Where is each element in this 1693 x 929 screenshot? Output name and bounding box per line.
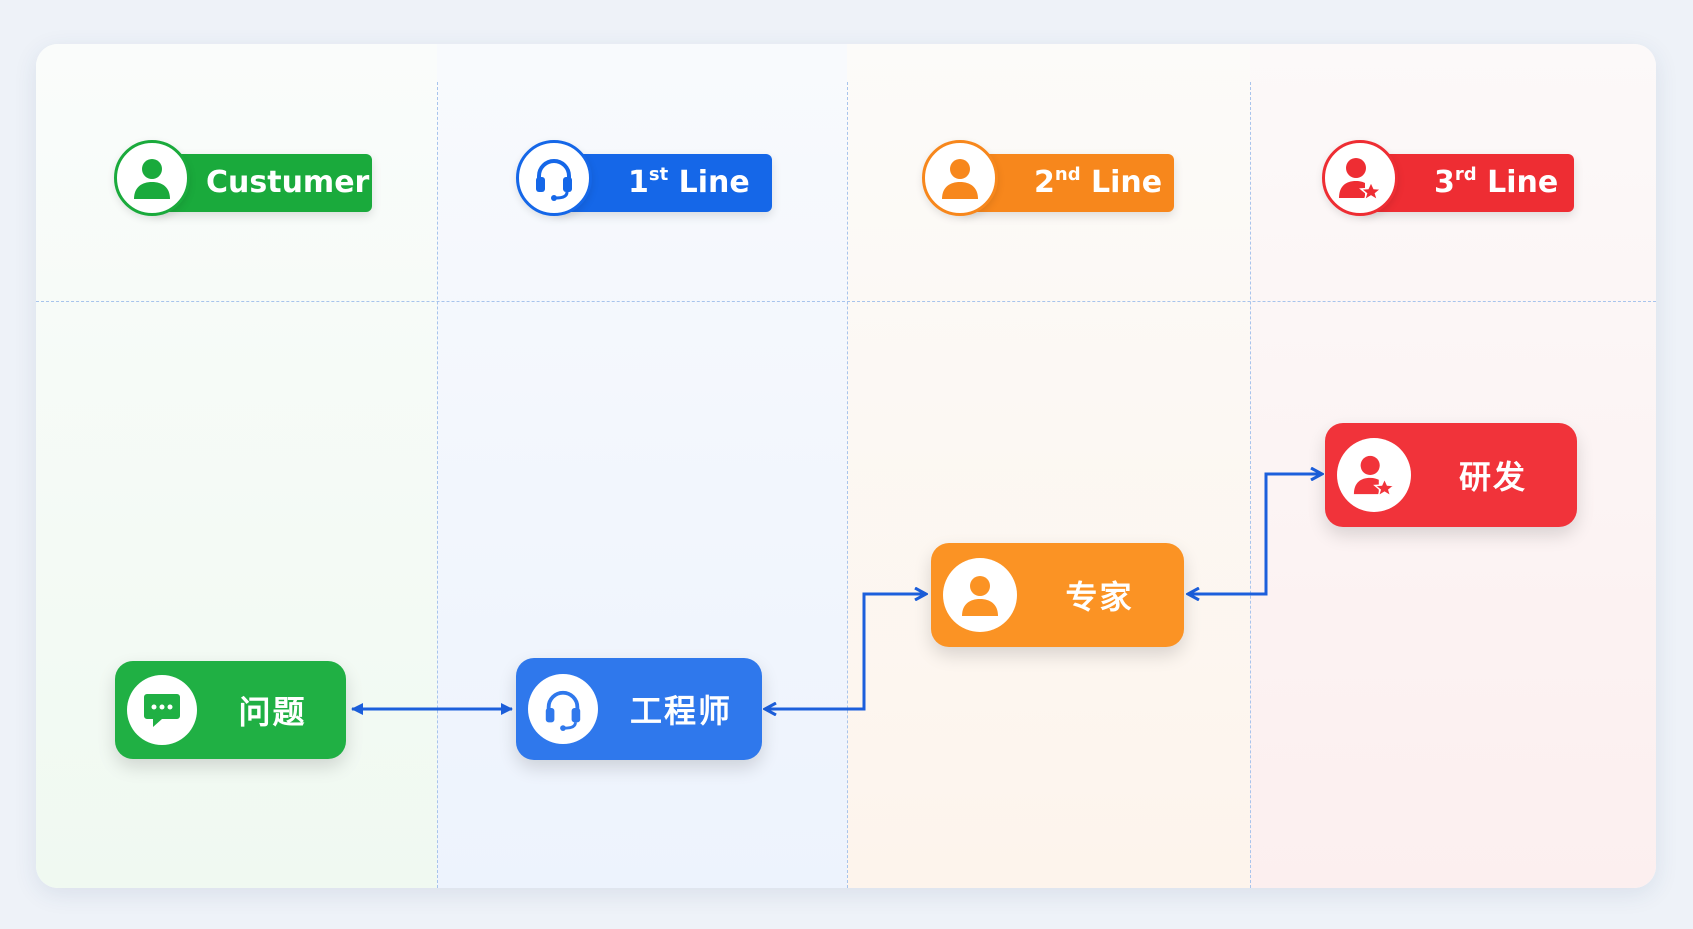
user-icon xyxy=(114,140,190,216)
user-icon xyxy=(943,558,1017,632)
node-rnd-label: 研发 xyxy=(1458,458,1527,496)
node-engineer[interactable]: 工程师 xyxy=(516,658,762,760)
node-problem[interactable]: 问题 xyxy=(115,661,346,759)
node-rnd[interactable]: 研发 xyxy=(1325,423,1577,527)
headset-icon xyxy=(528,674,598,744)
header-first-line-number: 1 xyxy=(628,165,649,200)
user-star-icon xyxy=(1337,438,1411,512)
node-expert[interactable]: 专家 xyxy=(931,543,1184,647)
header-second-line-ordinal: nd xyxy=(1054,164,1081,185)
node-engineer-label: 工程师 xyxy=(629,692,732,730)
chat-bubble-icon xyxy=(127,675,197,745)
lane-divider xyxy=(1250,82,1251,888)
header-customer-label: Custumer xyxy=(206,165,370,200)
lane-divider xyxy=(437,82,438,888)
lane-divider xyxy=(847,82,848,888)
headset-icon xyxy=(516,140,592,216)
header-third-line-ordinal: rd xyxy=(1454,164,1477,185)
header-third-line-suffix: Line xyxy=(1476,165,1559,200)
header-third-line-number: 3 xyxy=(1434,165,1455,200)
user-star-icon xyxy=(1322,140,1398,216)
header-divider xyxy=(36,301,1656,302)
header-first-line-ordinal: st xyxy=(648,164,669,185)
header-second-line-suffix: Line xyxy=(1080,165,1163,200)
node-expert-label: 专家 xyxy=(1065,578,1134,616)
node-problem-label: 问题 xyxy=(238,693,307,731)
header-second-line-number: 2 xyxy=(1034,165,1055,200)
user-icon xyxy=(922,140,998,216)
header-first-line-suffix: Line xyxy=(668,165,750,200)
